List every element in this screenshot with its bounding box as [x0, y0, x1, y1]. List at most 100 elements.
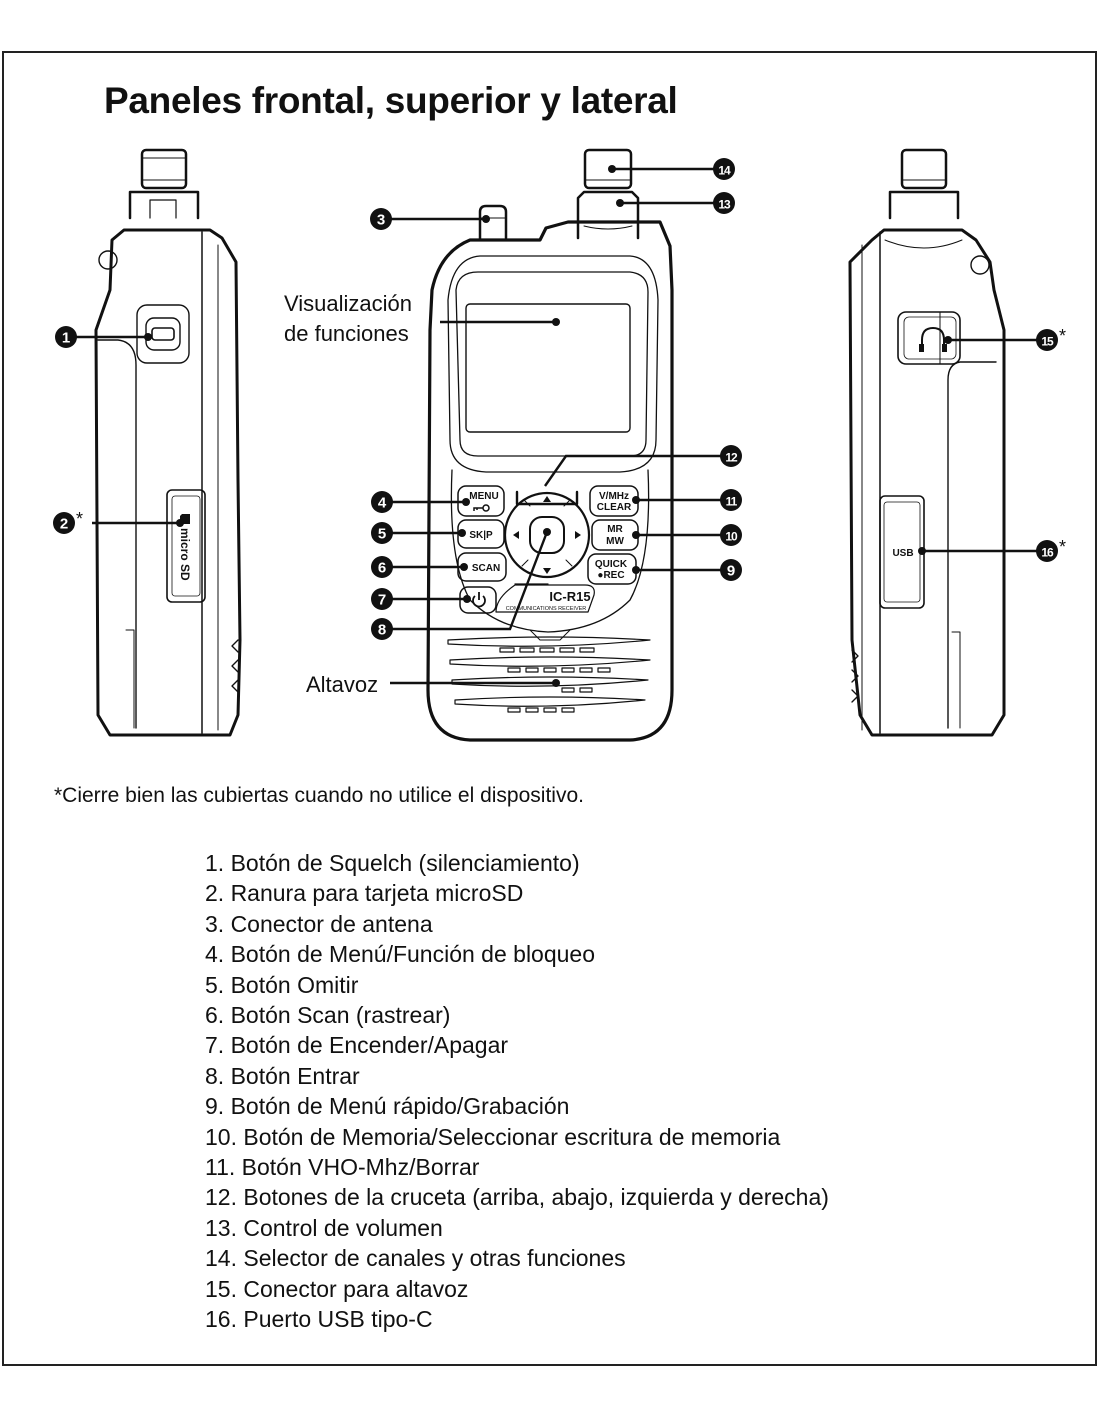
callout-number: 3 [377, 212, 385, 229]
callout-8: 8 [371, 618, 393, 640]
parts-list: 1. Botón de Squelch (silenciamiento)2. R… [205, 848, 829, 1335]
callout-12: 12 [720, 445, 742, 467]
callout-9: 9 [720, 559, 742, 581]
parts-list-item: 10. Botón de Memoria/Seleccionar escritu… [205, 1123, 781, 1150]
callout-15: 15 * [1036, 326, 1066, 351]
parts-list-item: 9. Botón de Menú rápido/Grabación [205, 1093, 570, 1120]
parts-list-item: 8. Botón Entrar [205, 1062, 360, 1089]
callout-number: 10 [725, 530, 738, 544]
parts-list-item: 6. Botón Scan (rastrear) [205, 1002, 451, 1029]
power-icon [472, 592, 486, 608]
model-subtitle: COMMUNICATIONS RECEIVER [506, 606, 587, 612]
arrow-up-icon [543, 496, 551, 502]
model-name: IC-R15 [549, 589, 590, 604]
callout-number: 1 [62, 330, 70, 347]
speaker-label: Altavoz [306, 672, 378, 697]
parts-list-item: 11. Botón VHO-Mhz/Borrar [205, 1154, 480, 1181]
parts-list-item: 12. Botones de la cruceta (arriba, abajo… [205, 1184, 829, 1211]
callout-number: 12 [725, 451, 738, 465]
asterisk-mark: * [1059, 537, 1066, 557]
clear-label: CLEAR [597, 502, 632, 513]
volume-knob [576, 190, 640, 240]
callout-number: 16 [1041, 546, 1054, 560]
callout-4: 4 [371, 491, 393, 513]
callout-number: 8 [378, 622, 386, 639]
callout-10: 10 [720, 524, 742, 546]
usb-label: USB [892, 548, 913, 559]
vmhz-label: V/MHz [599, 491, 629, 502]
right-body [848, 228, 1006, 737]
parts-list-item: 2. Ranura para tarjeta microSD [205, 880, 524, 907]
asterisk-mark: * [1059, 326, 1066, 346]
scan-button-label: SCAN [472, 563, 500, 574]
callout-16: 16 * [1036, 537, 1066, 562]
cover-note: *Cierre bien las cubiertas cuando no uti… [54, 784, 584, 807]
left-body [94, 228, 242, 737]
callout-number: 9 [727, 563, 735, 580]
callout-number: 14 [718, 164, 731, 178]
speaker-grille [447, 636, 651, 713]
asterisk-mark: * [76, 509, 83, 529]
callout-11: 11 [720, 489, 742, 511]
dpad-arrows [513, 496, 581, 574]
right-side-view [848, 148, 1006, 737]
arrow-right-icon [575, 531, 581, 539]
arrow-left-icon [513, 531, 519, 539]
callout-2: 2* [53, 509, 83, 534]
key-icon [473, 504, 490, 512]
callout-number: 6 [378, 560, 386, 577]
callout-number: 15 [1041, 335, 1054, 349]
display-label-line2: de funciones [284, 321, 409, 346]
callout-14: 14 [713, 158, 735, 180]
leader-lines [66, 167, 1046, 685]
callout-number: 5 [378, 526, 386, 543]
callout-13: 13 [713, 192, 735, 214]
parts-list-item: 4. Botón de Menú/Función de bloqueo [205, 941, 596, 968]
page-title: Paneles frontal, superior y lateral [104, 80, 678, 121]
speaker-jack-cover [897, 311, 961, 365]
page-frame [2, 51, 1097, 1366]
antenna-connector [478, 204, 508, 242]
parts-list-item: 16. Puerto USB tipo-C [205, 1306, 433, 1333]
parts-list-item: 5. Botón Omitir [205, 971, 359, 998]
front-view [426, 148, 674, 742]
right-knob [900, 148, 948, 190]
function-display [465, 303, 631, 433]
microsd-label: micro SD [178, 528, 192, 581]
headphone-icon [921, 326, 945, 350]
enter-button[interactable] [529, 516, 565, 554]
skip-button-label: SK|P [469, 530, 493, 541]
parts-list-item: 15. Conector para altavoz [205, 1275, 469, 1302]
callout-5: 5 [371, 522, 393, 544]
parts-list-item: 13. Control de volumen [205, 1214, 443, 1241]
dpad-buttons[interactable] [503, 491, 591, 579]
callout-number: 7 [378, 592, 386, 609]
left-knob [140, 148, 188, 190]
arrow-down-icon [543, 568, 551, 574]
parts-list-item: 3. Conector de antena [205, 910, 433, 937]
rec-label: ●REC [597, 570, 624, 581]
front-body [426, 220, 674, 742]
menu-button-label: MENU [469, 491, 498, 502]
device-diagram: MENU SK|P SCAN V/MHz CLEAR MR MW QUICK ●… [53, 148, 1066, 742]
parts-list-item: 14. Selector de canales y otras funcione… [205, 1245, 626, 1272]
left-side-view [94, 148, 242, 737]
callout-number: 4 [378, 495, 387, 512]
callout-number: 2 [60, 516, 68, 533]
leader-dots [144, 165, 952, 687]
display-label-line1: Visualización [284, 291, 412, 316]
squelch-button-outline [136, 304, 190, 364]
mw-label: MW [606, 536, 624, 547]
callout-number: 11 [726, 495, 738, 509]
callout-1: 1 [55, 326, 77, 348]
callout-number: 13 [718, 198, 731, 212]
quick-label: QUICK [595, 559, 628, 570]
callout-6: 6 [371, 556, 393, 578]
model-plate [495, 584, 595, 613]
callout-7: 7 [371, 588, 393, 610]
callout-3: 3 [370, 208, 392, 230]
microsd-cover [166, 489, 206, 603]
parts-list-item: 7. Botón de Encender/Apagar [205, 1032, 509, 1059]
mr-label: MR [607, 524, 623, 535]
